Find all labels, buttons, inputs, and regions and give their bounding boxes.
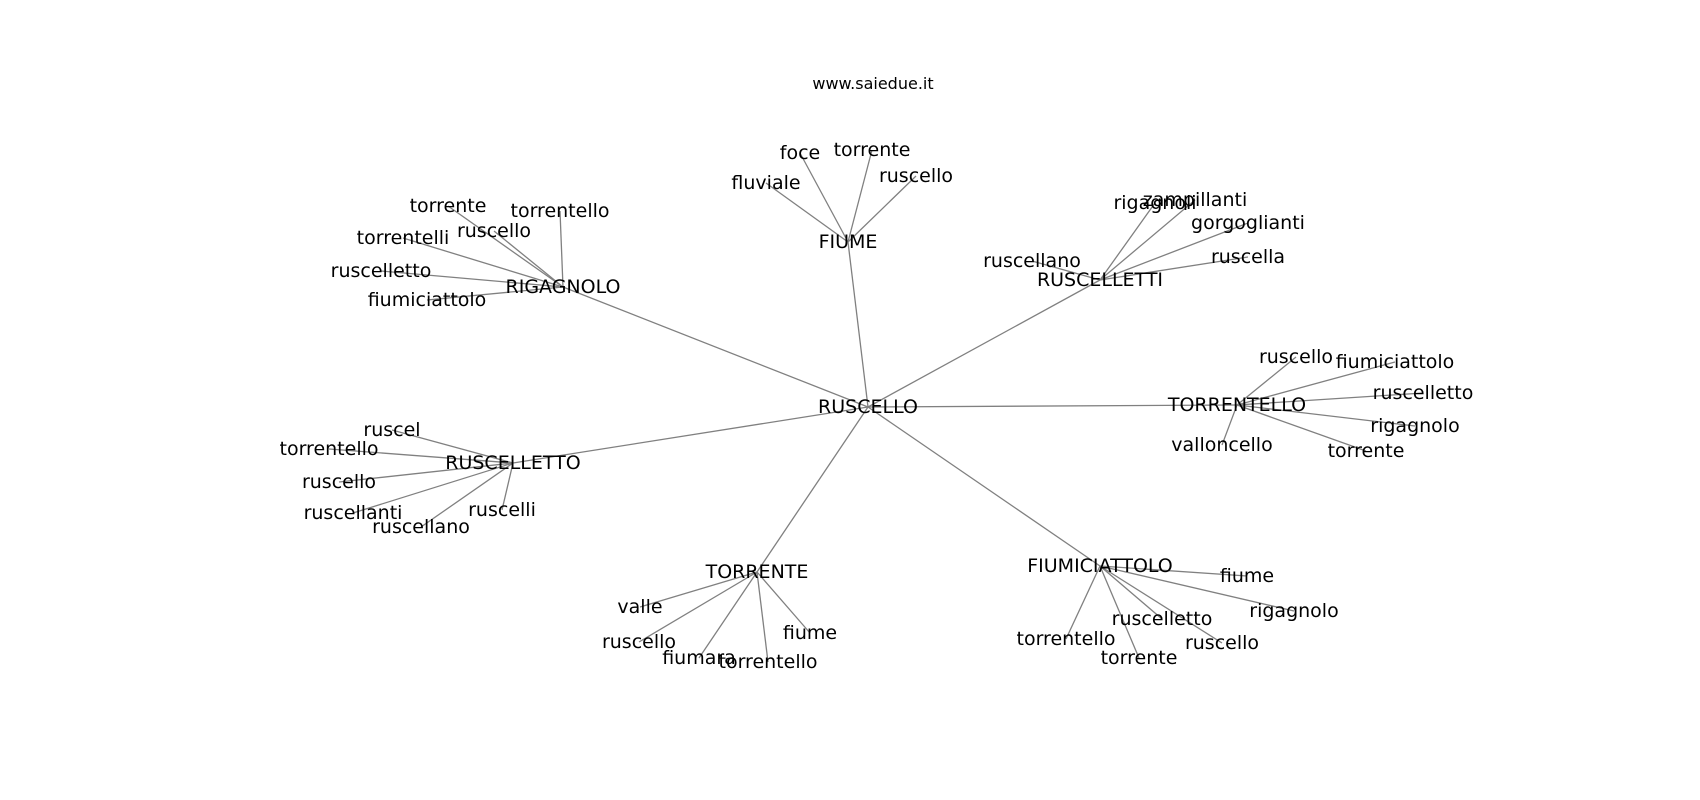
node-hub-ruscelletto: RUSCELLETTO	[445, 452, 580, 474]
node-leaf-torrente-ruscello: ruscello	[602, 631, 676, 653]
node-leaf-torrente-torrentello: torrentello	[719, 651, 818, 673]
edge-fiumiciattolo-to-torrentello	[1065, 565, 1101, 640]
edge-fiumiciattolo-to-torrente	[1099, 565, 1140, 659]
edge-center-to-rigagnolo	[562, 286, 869, 408]
edge-ruscelletti-to-zampillanti	[1099, 199, 1196, 281]
edge-torrentello-to-ruscello	[1236, 356, 1297, 406]
edge-ruscelletto-to-ruscello	[338, 462, 514, 483]
edge-torrente-to-valle	[639, 571, 758, 608]
edge-fiume-to-ruscello	[847, 175, 917, 243]
edges-layer	[328, 149, 1424, 663]
edge-center-to-ruscelletti	[867, 279, 1101, 408]
node-leaf-torrentello-torrente: torrente	[1328, 440, 1405, 462]
edge-ruscelletti-to-rigagnoli	[1099, 202, 1156, 281]
node-leaf-rigagnolo-ruscelletto: ruscelletto	[331, 260, 432, 282]
node-leaf-fiumiciattolo-ruscello: ruscello	[1185, 632, 1259, 654]
node-hub-torrente: TORRENTE	[705, 561, 809, 583]
node-leaf-torrentello-fiumiciattolo: fiumiciattolo	[1336, 351, 1455, 373]
node-leaf-torrentello-rigagnolo: rigagnolo	[1370, 415, 1459, 437]
edge-fiume-to-fluviale	[765, 182, 849, 243]
node-leaf-ruscelletti-gorgoglianti: gorgoglianti	[1191, 212, 1305, 234]
node-leaf-torrentello-ruscello: ruscello	[1259, 346, 1333, 368]
edge-center-to-ruscelletto	[512, 406, 869, 464]
node-leaf-rigagnolo-fiumiciattolo: fiumiciattolo	[368, 289, 487, 311]
edge-torrentello-to-rigagnolo	[1236, 404, 1416, 427]
edge-ruscelletti-to-gorgoglianti	[1099, 222, 1249, 281]
node-hub-fiumiciattolo: FIUMICIATTOLO	[1027, 555, 1173, 577]
labels-layer: RUSCELLO FIUME foce torrente fluviale ruscell…	[280, 139, 1474, 673]
edge-fiumiciattolo-to-ruscello	[1099, 565, 1223, 644]
node-leaf-torrente-valle: valle	[617, 596, 662, 618]
node-hub-ruscelletti: RUSCELLETTI	[1037, 269, 1163, 291]
edge-fiumiciattolo-to-rigagnolo	[1099, 565, 1295, 612]
node-center: RUSCELLO	[818, 396, 918, 418]
node-leaf-ruscelletti-ruscellano: ruscellano	[983, 250, 1081, 272]
edge-ruscelletti-to-ruscella	[1099, 256, 1249, 281]
node-leaf-rigagnolo-torrentello: torrentello	[511, 200, 610, 222]
node-leaf-fiume-fluviale: fluviale	[731, 172, 800, 194]
node-leaf-torrentello-ruscelletto: ruscelletto	[1373, 382, 1474, 404]
node-leaf-ruscelletti-ruscella: ruscella	[1211, 246, 1285, 268]
node-leaf-ruscelletto-ruscel: ruscel	[363, 419, 420, 441]
edge-torrentello-to-torrente	[1236, 404, 1367, 452]
node-leaf-torrente-fiumara: fiumara	[662, 647, 736, 669]
edge-ruscelletto-to-torrentello	[328, 448, 514, 464]
edge-torrentello-to-fiumiciattolo	[1236, 361, 1396, 406]
node-leaf-fiume-ruscello: ruscello	[879, 165, 953, 187]
edge-center-to-fiumiciattolo	[867, 406, 1101, 567]
node-leaf-fiumiciattolo-torrente: torrente	[1101, 647, 1178, 669]
edge-rigagnolo-to-ruscello	[493, 230, 564, 288]
edge-rigagnolo-to-torrentello	[559, 210, 564, 288]
edge-rigagnolo-to-ruscelletto	[380, 270, 564, 288]
edge-rigagnolo-to-torrentelli	[402, 237, 564, 288]
edge-rigagnolo-to-torrente	[447, 205, 564, 288]
edge-ruscelletto-to-ruscelli	[501, 462, 514, 511]
node-leaf-fiume-torrente: torrente	[834, 139, 911, 161]
node-leaf-fiumiciattolo-fiume: fiume	[1220, 565, 1274, 587]
node-leaf-ruscelletto-ruscelli: ruscelli	[468, 499, 536, 521]
edge-center-to-torrentello	[867, 404, 1238, 408]
node-leaf-rigagnolo-torrente: torrente	[410, 195, 487, 217]
node-leaf-ruscelletto-ruscellanti: ruscellanti	[304, 502, 403, 524]
node-leaf-ruscelletti-rigagnoli: rigagnoli	[1113, 192, 1196, 214]
node-leaf-fiumiciattolo-torrentello: torrentello	[1017, 628, 1116, 650]
node-leaf-ruscelletto-ruscello: ruscello	[302, 471, 376, 493]
edge-center-to-torrente	[756, 406, 869, 573]
edge-torrentello-to-ruscelletto	[1236, 392, 1424, 406]
edge-fiumiciattolo-to-fiume	[1099, 565, 1248, 577]
node-hub-torrentello: TORRENTELLO	[1167, 394, 1306, 416]
edge-center-to-fiume	[847, 241, 869, 408]
node-hub-rigagnolo: RIGAGNOLO	[506, 276, 621, 298]
edge-torrente-to-fiumara	[698, 571, 758, 659]
node-leaf-fiume-foce: foce	[780, 142, 820, 164]
edge-ruscelletto-to-ruscellano	[420, 462, 514, 528]
edge-rigagnolo-to-fiumiciattolo	[426, 286, 564, 301]
node-leaf-rigagnolo-ruscello: ruscello	[457, 220, 531, 242]
node-leaf-ruscelletto-ruscellano: ruscellano	[372, 516, 470, 538]
node-leaf-ruscelletto-torrentello: torrentello	[280, 438, 379, 460]
edge-ruscelletti-to-ruscellano	[1031, 260, 1101, 281]
node-leaf-ruscelletti-zampillanti: zampillanti	[1143, 189, 1247, 211]
node-leaf-fiumiciattolo-rigagnolo: rigagnolo	[1249, 600, 1338, 622]
edge-torrentello-to-valloncello	[1221, 404, 1238, 446]
edge-torrente-to-torrentello	[756, 571, 769, 663]
edge-ruscelletto-to-ruscel	[391, 429, 514, 464]
edge-fiume-to-foce	[799, 152, 849, 243]
edge-fiumiciattolo-to-ruscelletto	[1099, 565, 1163, 620]
node-leaf-torrente-fiume: fiume	[783, 622, 837, 644]
edge-torrente-to-fiume	[756, 571, 811, 634]
edge-ruscelletto-to-ruscellanti	[352, 462, 514, 514]
node-leaf-fiumiciattolo-ruscelletto: ruscelletto	[1112, 608, 1213, 630]
graph-title: www.saiedue.it	[812, 74, 933, 93]
edge-fiume-to-torrente	[847, 149, 873, 243]
edge-torrente-to-ruscello	[638, 571, 758, 643]
node-leaf-rigagnolo-torrentelli: torrentelli	[357, 227, 450, 249]
node-leaf-torrentello-valloncello: valloncello	[1171, 434, 1272, 456]
node-hub-fiume: FIUME	[819, 231, 878, 253]
